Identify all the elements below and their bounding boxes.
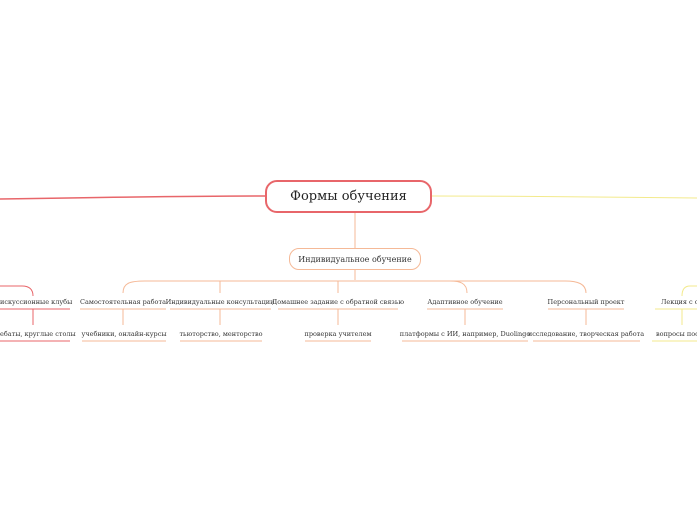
topic-adaptive[interactable]: Адаптивное обучение	[427, 298, 503, 306]
left-detail-label[interactable]: ебаты, круглые столы	[0, 330, 76, 338]
topic-consultations[interactable]: Индивидуальные консультации	[165, 298, 275, 306]
right-detail-label[interactable]: вопросы посл	[656, 330, 697, 338]
detail-self-study[interactable]: учебники, онлайн-курсы	[81, 330, 167, 338]
central-node[interactable]: Индивидуальное обучение	[289, 248, 421, 270]
detail-adaptive[interactable]: платформы с ИИ, например, Duolingo	[399, 330, 531, 338]
topic-project[interactable]: Персональный проект	[547, 298, 625, 306]
topic-homework[interactable]: Домашнее задание с обратной связью	[271, 298, 405, 306]
root-title: Формы обучения	[290, 189, 407, 204]
right-topic-label[interactable]: Лекция с об	[661, 298, 697, 306]
detail-project[interactable]: исследование, творческая работа	[527, 330, 645, 338]
detail-homework[interactable]: проверка учителем	[304, 330, 372, 338]
central-label: Индивидуальное обучение	[298, 254, 412, 264]
root-node[interactable]: Формы обучения	[265, 180, 432, 213]
topic-self-study[interactable]: Самостоятельная работа	[80, 298, 166, 306]
left-topic-label[interactable]: искуссионные клубы	[0, 298, 73, 306]
detail-consultations[interactable]: тьюторство, менторство	[179, 330, 263, 338]
